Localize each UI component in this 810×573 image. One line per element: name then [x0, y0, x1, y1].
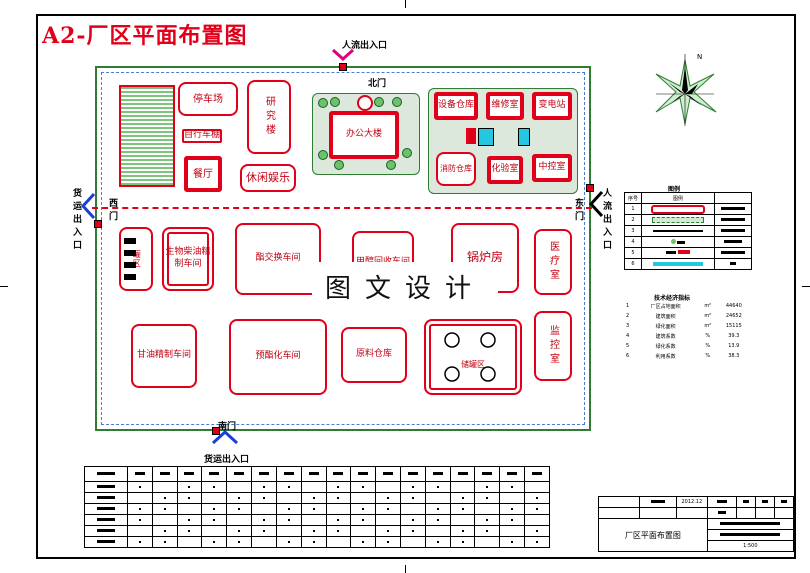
building-canteen: 餐厅	[184, 156, 222, 192]
marker-cyan-2	[518, 128, 530, 146]
building-parking: 停车场	[178, 82, 238, 116]
building-tank-zone: 储罐区	[424, 319, 522, 395]
crop-mark-bottom	[405, 565, 406, 573]
marker-cyan	[478, 128, 494, 146]
storage-tanks-icon	[444, 332, 496, 382]
building-lab: 化验室	[487, 156, 523, 184]
north-entry-arrow-icon	[331, 48, 355, 62]
building-clinic: 医疗室	[534, 229, 572, 295]
schedule-row	[84, 536, 550, 548]
building-bike-shed: 自行车棚	[182, 129, 222, 143]
south-entry-arrow-icon	[211, 429, 239, 445]
marker-red	[466, 128, 476, 144]
north-entry-label: 人流出入口	[342, 41, 388, 51]
drawing-frame	[36, 14, 796, 559]
building-transester: 酯交换车间	[235, 223, 321, 295]
building-tank-zone-left: 罐区	[119, 227, 153, 291]
building-equipment-store: 设备仓库	[434, 92, 478, 120]
north-gate-label: 北门	[368, 79, 387, 89]
building-fire-store: 消防仓库	[436, 152, 476, 186]
building-pretreat: 预酯化车间	[229, 319, 327, 395]
building-monitor: 监控室	[534, 311, 572, 381]
building-raw-store: 原料仓库	[341, 327, 407, 383]
schedule-row	[84, 514, 550, 526]
green-lawn	[119, 85, 175, 187]
main-road	[92, 207, 592, 209]
crop-mark-top	[405, 0, 406, 8]
schedule-row	[84, 466, 550, 482]
north-gate-marker	[339, 63, 347, 71]
west-entry-label: 货运出入口	[71, 188, 81, 253]
watermark-text: 图文设计	[312, 262, 498, 310]
north-arrow-icon	[655, 54, 717, 126]
building-leisure: 休闲娱乐	[240, 164, 296, 192]
west-gate-label: 西门	[107, 198, 117, 224]
fountain-icon	[357, 95, 373, 111]
drawing-title: A2-厂区平面布置图	[42, 23, 248, 49]
south-gate-marker	[212, 427, 220, 435]
east-gate-marker	[586, 184, 594, 192]
legend-title: 图例	[668, 186, 681, 193]
building-biodiesel: 生物柴油精制车间	[162, 227, 214, 291]
north-arrow-letter: N	[697, 53, 703, 61]
east-entry-arrow-icon	[588, 190, 604, 218]
building-research: 研究楼	[247, 80, 291, 154]
title-block: 2012.12 厂区平面布置图 1:500	[598, 496, 795, 552]
building-glycerin: 甘油精制车间	[131, 324, 197, 388]
schedule-row	[84, 481, 550, 493]
title-block-drawing-name: 厂区平面布置图	[598, 518, 708, 552]
legend-table: 序号图例 1 2 3 4 5 6	[624, 192, 752, 270]
schedule-row	[84, 503, 550, 515]
building-repair: 维修室	[486, 92, 524, 120]
indicators-title: 技术经济指标	[654, 295, 691, 302]
west-gate-marker	[94, 220, 102, 228]
east-entry-label: 人流出入口	[601, 188, 611, 253]
building-control: 中控室	[532, 154, 572, 182]
south-entry-label: 货运出入口	[204, 455, 250, 465]
east-gate-label: 东门	[573, 198, 583, 224]
crop-mark-right	[802, 286, 810, 287]
building-office: 办公大楼	[329, 111, 399, 159]
schedule-row	[84, 492, 550, 504]
crop-mark-left	[0, 286, 8, 287]
schedule-row	[84, 525, 550, 537]
building-substation: 变电站	[532, 92, 572, 120]
equipment-schedule-table	[84, 466, 550, 548]
west-entry-arrow-icon	[80, 192, 96, 220]
south-gate-label: 南门	[218, 422, 237, 432]
